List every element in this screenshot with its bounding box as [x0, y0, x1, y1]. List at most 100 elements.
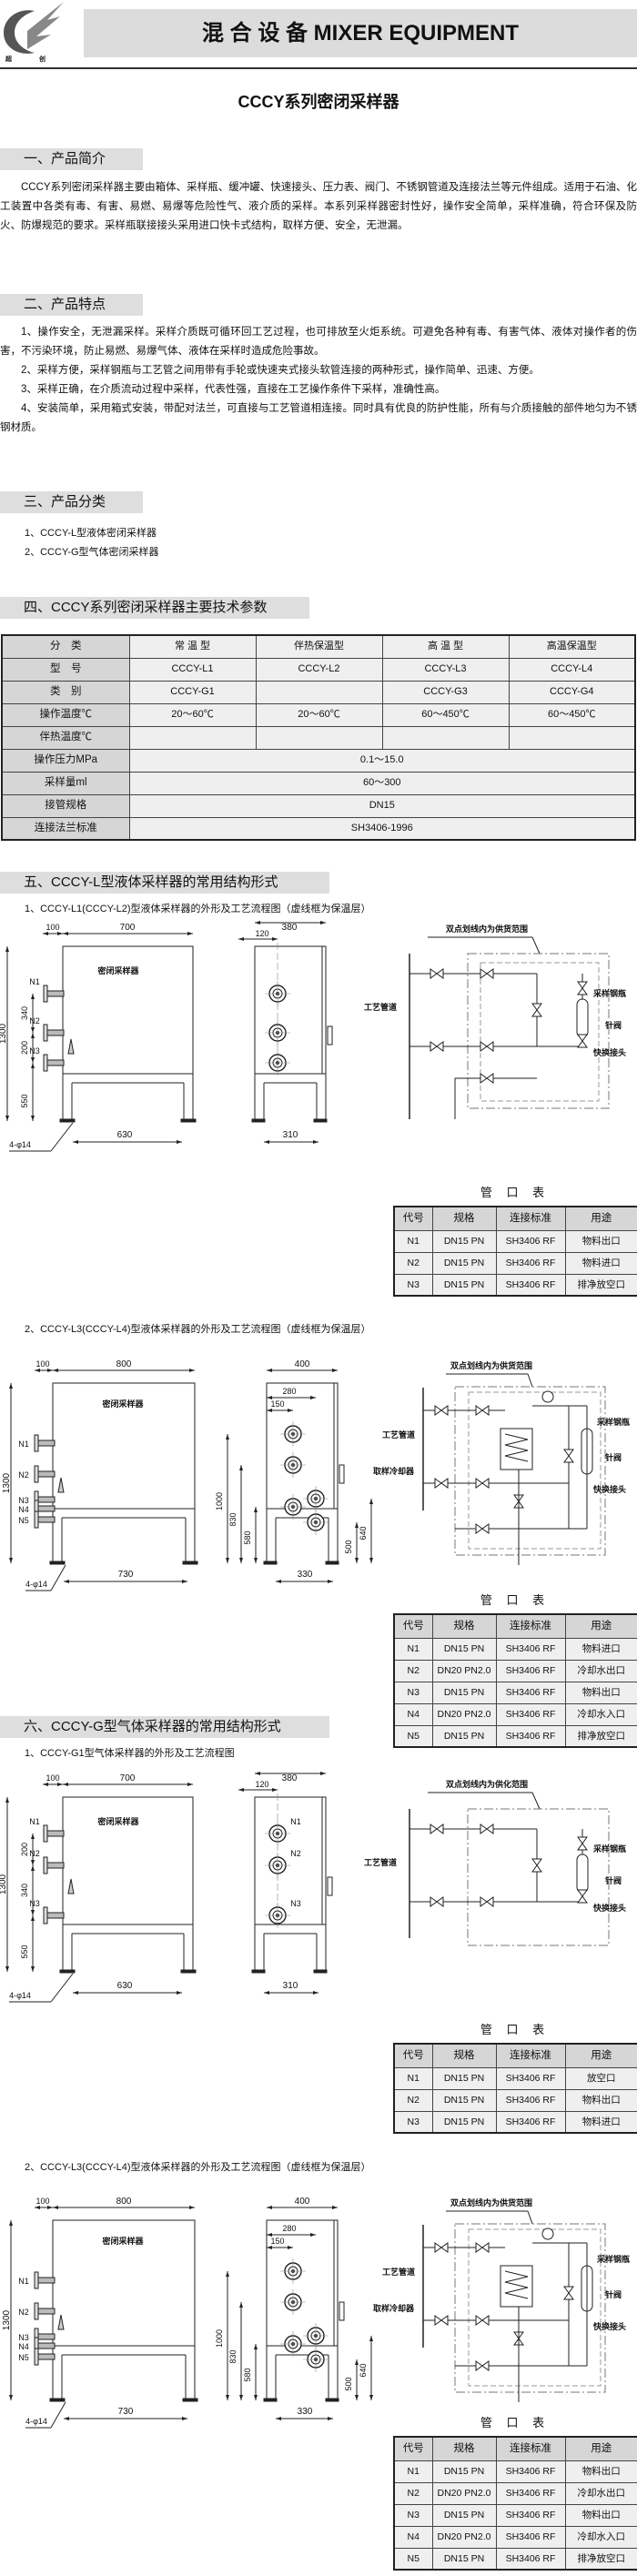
dim-holes: 4-φ14	[25, 1580, 47, 1589]
dim-580: 580	[243, 1530, 252, 1544]
drawing-rect	[46, 1912, 65, 1919]
nozzle-flange-icon	[43, 1054, 65, 1072]
nozzle-flange-icon	[34, 2271, 56, 2289]
port-cell: 物料出口	[564, 2088, 637, 2112]
spec-label: 连接法兰标准	[1, 816, 130, 841]
valve-icon	[577, 1034, 588, 1048]
port-cell: N5	[393, 1724, 433, 1748]
dim-640: 640	[359, 1526, 368, 1540]
drawing-rect	[251, 1118, 266, 1123]
port-cell: 物料进口	[564, 2110, 637, 2134]
flow-coupling-label: 快换接头	[593, 1484, 626, 1494]
spec-cell	[381, 725, 510, 750]
spec-cell: 高温保温型	[508, 634, 636, 659]
supply-boundary	[454, 1386, 606, 1556]
section-heading-classification: 三、产品分类	[0, 491, 143, 513]
nozzle-label: N1	[18, 2277, 29, 2286]
drawing-rect	[325, 2398, 339, 2402]
port-header-cell: 用途	[564, 1613, 637, 1639]
figure-caption: 2、CCCY-L3(CCCY-L4)型液体采样器的外形及工艺流程图（虚线框为保温…	[25, 2162, 371, 2173]
spec-cell: 20～60℃	[128, 702, 257, 727]
nozzle-flange-icon	[34, 2348, 56, 2366]
spec-label: 操作温度℃	[1, 702, 130, 727]
dim-holes: 4-φ14	[25, 2417, 47, 2426]
drawing-rect	[37, 1516, 56, 1523]
dimension-arrow-icon	[43, 1783, 63, 1786]
flow-scope-label: 双点划线内为供货范围	[446, 924, 528, 934]
drawing-line	[527, 2210, 533, 2225]
dimension-arrow-icon	[267, 1409, 293, 1412]
spec-cell: 60～450℃	[508, 702, 636, 727]
dim-830: 830	[228, 2349, 238, 2363]
port-cell: N2	[393, 1659, 433, 1682]
section-heading-liquid: 五、CCCY-L型液体采样器的常用结构形式	[0, 872, 329, 894]
dim-side-span: 330	[298, 2407, 313, 2417]
port-header-cell: 用途	[564, 1206, 637, 1231]
spec-cell: SH3406-1996	[128, 816, 636, 841]
nozzle-label: N3	[29, 1899, 40, 1908]
flow-cooler-label: 取样冷却器	[373, 1466, 415, 1476]
flange-face-icon	[265, 1853, 290, 1878]
dim-width: 800	[116, 1359, 132, 1369]
port-cell: 冷却水入口	[564, 1702, 637, 1726]
flow-diagram-l1: 双点划线内为供货范围工艺管道采样钢瓶针阀快换接头	[346, 919, 637, 1165]
supply-boundary	[467, 1808, 610, 1946]
company-logo	[4, 2, 64, 54]
spec-cell: 60～450℃	[381, 702, 510, 727]
drawing-rect	[34, 1434, 39, 1452]
spec-cell: 常 温 型	[128, 634, 257, 659]
drawing-rect	[180, 1118, 197, 1123]
header-title: 混 合 设 备 MIXER EQUIPMENT	[201, 21, 520, 45]
flow-diagram-g1: 双点划线内为供化范围工艺管道采样钢瓶针阀快换接头	[346, 1774, 637, 1956]
port-cell: N1	[393, 2460, 433, 2483]
nozzle-flange-icon	[43, 1906, 65, 1924]
dimension-arrow-icon	[35, 1369, 53, 1372]
dim-height: 1300	[0, 1874, 8, 1894]
flange-face-icon	[265, 981, 290, 1006]
spec-row: 分 类常 温 型伴热保温型高 温 型高温保温型	[1, 634, 636, 659]
spec-cell: CCCY-G1	[128, 680, 257, 704]
port-cell: N4	[393, 2525, 433, 2549]
valve-icon	[430, 1896, 444, 1907]
port-cell: DN15 PN	[431, 2110, 497, 2134]
flange-face-icon	[280, 1421, 306, 1447]
port-cell: DN15 PN	[431, 1273, 497, 1297]
flange-face-icon	[280, 2331, 306, 2357]
pressure-gauge-icon	[541, 2227, 554, 2240]
valve-icon	[577, 981, 588, 995]
port-cell: 物料出口	[564, 2503, 637, 2527]
port-cell: DN20 PN2.0	[431, 1702, 497, 1726]
drawing-rect	[182, 1561, 198, 1565]
nozzle-label: N5	[18, 2353, 29, 2362]
dimension-arrow-icon	[264, 1991, 318, 1995]
nozzle-flange-icon	[43, 1856, 65, 1874]
port-cell: 冷却水出口	[564, 2481, 637, 2505]
port-cell: 物料出口	[564, 2460, 637, 2483]
valve-icon	[475, 2242, 490, 2253]
spec-label: 接管规格	[1, 793, 130, 818]
insulation-boundary	[468, 2228, 602, 2387]
port-cell: DN15 PN	[431, 2503, 497, 2527]
drawing-rect	[37, 1470, 56, 1478]
drawing-line	[50, 2401, 66, 2429]
cabinet-side	[266, 1382, 339, 1510]
feature-item: 3、采样正确，在介质流动过程中采样，代表性强，直接在工艺操作条件下采样，准确性高…	[21, 384, 446, 395]
port-header-cell: 连接标准	[495, 2043, 566, 2068]
section-heading-features: 二、产品特点	[0, 294, 143, 316]
handle-icon	[67, 1878, 75, 1894]
valve-icon	[434, 2315, 449, 2326]
spec-cell: CCCY-L2	[255, 657, 383, 682]
flange-face-icon	[303, 1486, 329, 1511]
